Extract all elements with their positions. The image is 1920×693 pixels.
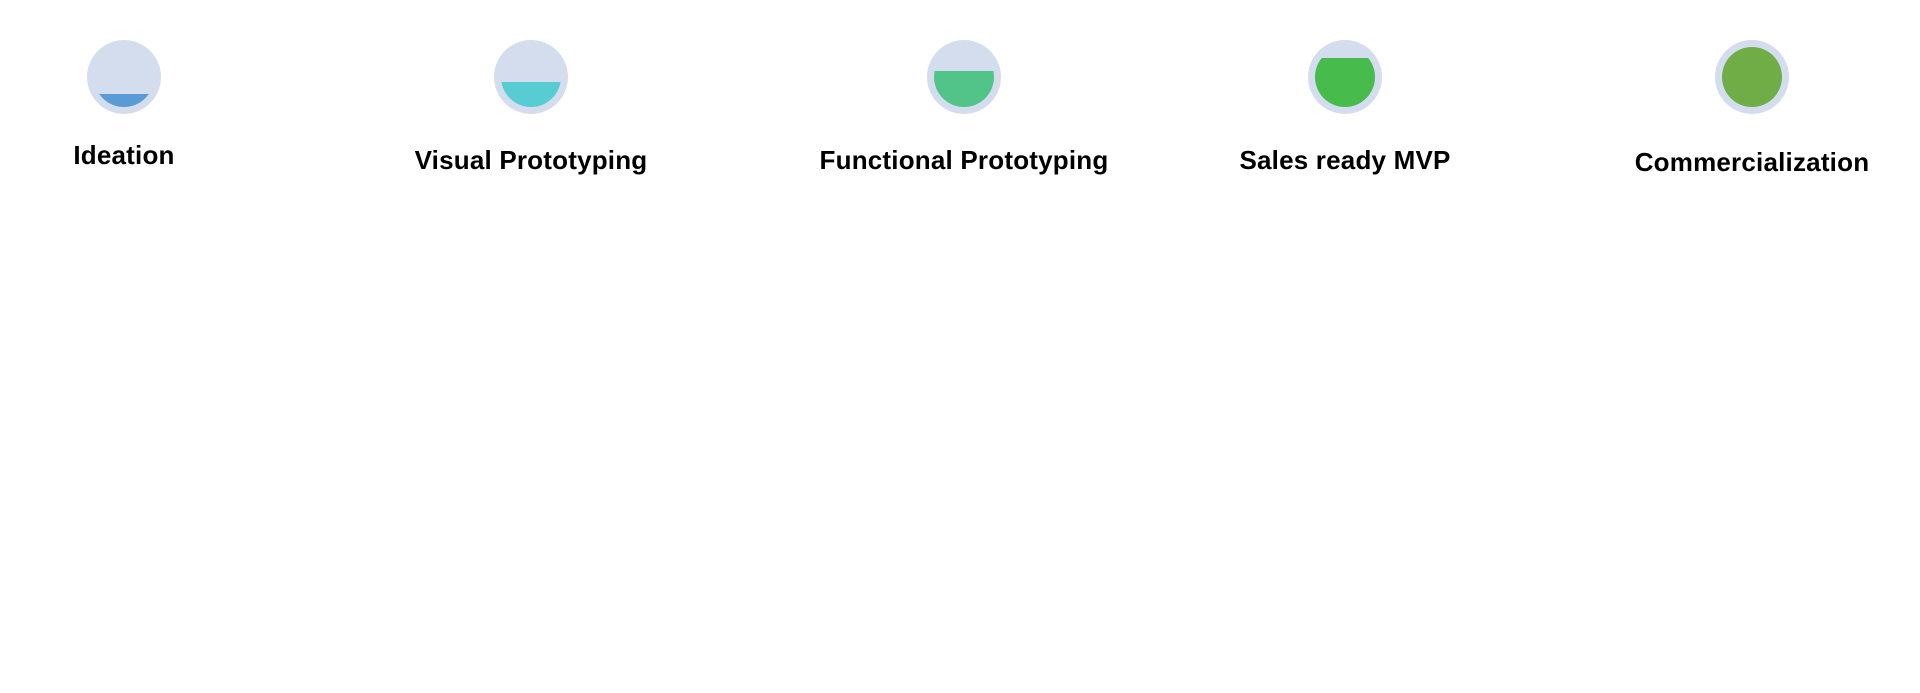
gauge-fill [1315, 57, 1375, 107]
progress-gauge [1308, 40, 1382, 114]
gauge-fill [934, 71, 994, 107]
stage-label: Functional Prototyping [819, 145, 1109, 175]
stage-label: Visual Prototyping [414, 145, 648, 175]
gauge-fill [501, 81, 561, 107]
stage-label: Ideation [73, 140, 175, 170]
gauge-fill [1722, 47, 1782, 107]
stage-label: Sales ready MVP [1239, 145, 1451, 175]
gauge-fill [94, 93, 154, 107]
progress-gauge [1715, 40, 1789, 114]
progress-gauge [927, 40, 1001, 114]
progress-gauge [87, 40, 161, 114]
stage-progress-diagram: Ideation Visual Prototyping Functional P… [0, 0, 1920, 200]
progress-gauge [494, 40, 568, 114]
stage-label: Commercialization [1634, 147, 1870, 177]
